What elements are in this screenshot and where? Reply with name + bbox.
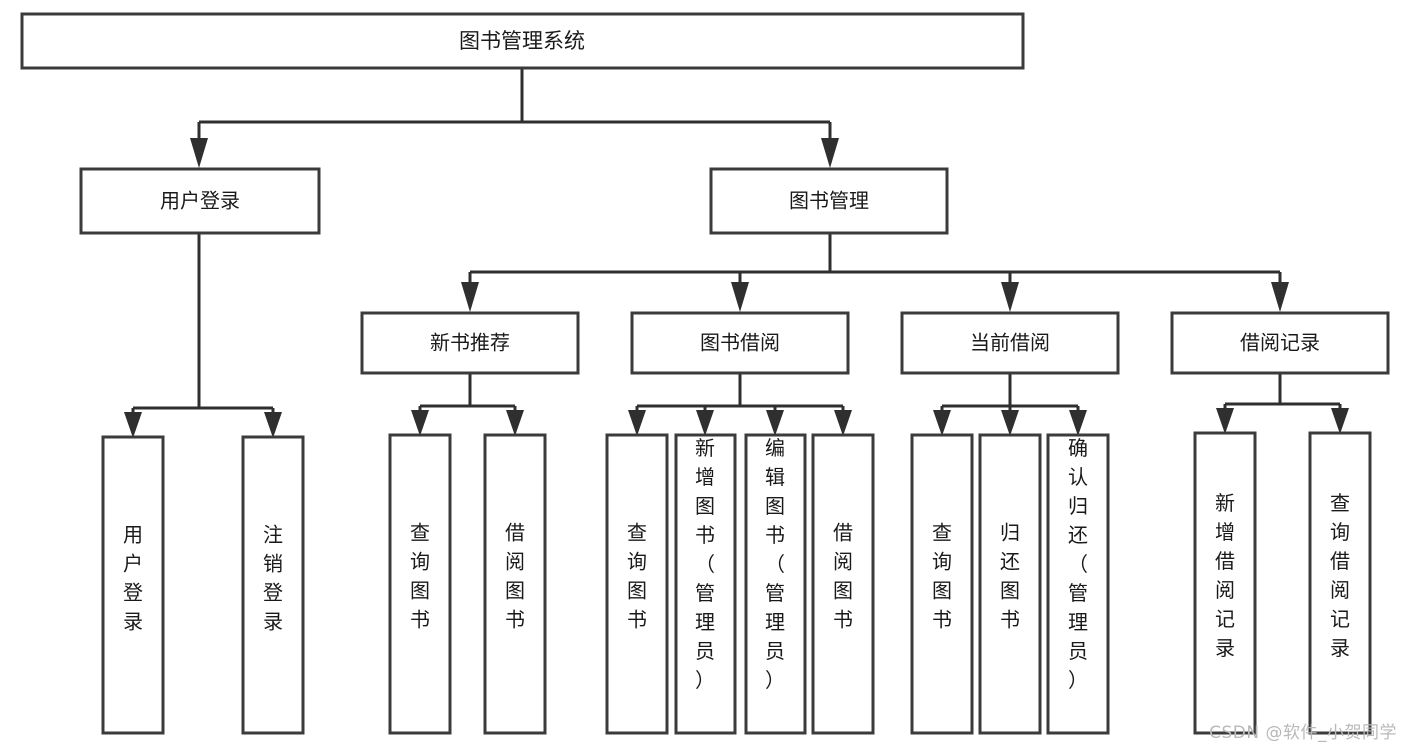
leaf-book-borrow-edit-label: 编辑图书（管理员） (765, 436, 785, 692)
arrow-to-ul-leaf-1 (124, 412, 142, 438)
leaf-book-borrow-edit[interactable]: 编辑图书（管理员） (744, 433, 807, 735)
edge-group-book-borrow-to-leaves (628, 373, 852, 436)
arrow-to-book-borrow (731, 282, 749, 312)
leaf-current-borrow-query-label: 查询图书 (932, 521, 952, 632)
node-root-label: 图书管理系统 (459, 29, 585, 53)
leaf-new-book-query-label: 查询图书 (410, 521, 430, 632)
leaf-current-borrow-confirm-label: 确认归还（管理员） (1068, 436, 1088, 692)
node-user-login-label: 用户登录 (160, 189, 240, 213)
arrow-to-nb-leaf-1 (411, 410, 429, 436)
leaf-current-borrow-return[interactable]: 归还图书 (978, 433, 1042, 735)
node-root[interactable]: 图书管理系统 (20, 12, 1025, 70)
edge-group-borrow-record-to-leaves (1216, 373, 1349, 434)
node-book-management[interactable]: 图书管理 (709, 167, 949, 235)
leaf-book-borrow-query[interactable]: 查询图书 (605, 433, 669, 735)
leaf-borrow-record-query[interactable]: 查询借阅记录 (1308, 431, 1372, 735)
node-book-borrow-label: 图书借阅 (700, 331, 780, 355)
arrow-to-bb-leaf-1 (628, 410, 646, 436)
leaf-new-book-query-box[interactable] (388, 433, 452, 735)
edge-group-user-login-to-leaves (124, 233, 282, 438)
leaf-book-borrow-add-box[interactable] (674, 433, 737, 735)
arrow-to-ul-leaf-2 (264, 412, 282, 438)
node-borrow-record[interactable]: 借阅记录 (1170, 311, 1390, 375)
leaf-book-borrow-edit-box[interactable] (744, 433, 807, 735)
leaf-book-borrow-add[interactable]: 新增图书（管理员） (674, 433, 737, 735)
leaf-current-borrow-confirm[interactable]: 确认归还（管理员） (1046, 433, 1110, 735)
node-new-book-recommend-label: 新书推荐 (430, 331, 510, 355)
node-book-management-box[interactable] (709, 167, 949, 235)
leaf-borrow-record-add[interactable]: 新增借阅记录 (1193, 431, 1257, 735)
arrow-to-br-leaf-1 (1216, 408, 1234, 434)
arrow-to-cb-leaf-1 (933, 410, 951, 436)
arrow-to-user-login (190, 138, 208, 168)
csdn-watermark: CSDN @软件_小贺同学 (1209, 723, 1397, 743)
leaf-current-borrow-query[interactable]: 查询图书 (910, 433, 974, 735)
leaf-new-book-query[interactable]: 查询图书 (388, 433, 452, 735)
node-borrow-record-box[interactable] (1170, 311, 1390, 375)
node-book-borrow-box[interactable] (630, 311, 850, 375)
leaf-book-borrow-query-box[interactable] (605, 433, 669, 735)
edge-group-current-borrow-to-leaves (933, 373, 1087, 436)
leaf-book-borrow-add-label: 新增图书（管理员） (695, 436, 715, 692)
arrow-to-br-leaf-2 (1331, 408, 1349, 434)
node-root-box[interactable] (20, 12, 1025, 70)
leaf-current-borrow-return-label: 归还图书 (1000, 521, 1020, 632)
leaf-user-login-logout-box[interactable] (241, 435, 305, 735)
leaf-book-borrow-borrow-label: 借阅图书 (833, 521, 853, 632)
leaf-borrow-record-add-box[interactable] (1193, 431, 1257, 735)
leaf-user-login-logout[interactable]: 注销登录 (241, 435, 305, 735)
node-user-login-box[interactable] (79, 167, 321, 235)
leaf-borrow-record-query-label: 查询借阅记录 (1330, 491, 1350, 660)
leaf-user-login-logout-label: 注销登录 (263, 523, 283, 634)
node-user-login[interactable]: 用户登录 (79, 167, 321, 235)
leaf-user-login-login[interactable]: 用户登录 (101, 435, 165, 735)
leaf-user-login-login-box[interactable] (101, 435, 165, 735)
arrow-to-book-mgmt (821, 138, 839, 168)
leaf-new-book-borrow-label: 借阅图书 (505, 521, 525, 632)
arrow-to-cb-leaf-3 (1069, 410, 1087, 436)
arrow-to-borrow-record (1271, 282, 1289, 312)
edge-group-new-book-to-leaves (411, 373, 524, 436)
leaf-new-book-borrow-box[interactable] (483, 433, 547, 735)
arrow-to-current-borrow (1001, 282, 1019, 312)
leaf-borrow-record-query-box[interactable] (1308, 431, 1372, 735)
node-current-borrow-label: 当前借阅 (970, 331, 1050, 355)
arrow-to-bb-leaf-2 (696, 410, 714, 436)
edge-group-book-mgmt-to-level3 (461, 233, 1289, 312)
leaf-current-borrow-confirm-box[interactable] (1046, 433, 1110, 735)
leaf-current-borrow-query-box[interactable] (910, 433, 974, 735)
node-borrow-record-label: 借阅记录 (1240, 331, 1320, 355)
leaf-borrow-record-add-label: 新增借阅记录 (1215, 491, 1235, 660)
leaf-new-book-borrow[interactable]: 借阅图书 (483, 433, 547, 735)
leaf-book-borrow-query-label: 查询图书 (627, 521, 647, 632)
arrow-to-nb-leaf-2 (506, 410, 524, 436)
arrow-to-bb-leaf-3 (766, 410, 784, 436)
edge-group-root-to-level2 (190, 68, 839, 168)
node-current-borrow-box[interactable] (900, 311, 1120, 375)
leaf-user-login-login-label: 用户登录 (123, 523, 143, 634)
leaf-book-borrow-borrow[interactable]: 借阅图书 (811, 433, 875, 735)
node-current-borrow[interactable]: 当前借阅 (900, 311, 1120, 375)
arrow-to-new-book (461, 282, 479, 312)
leaf-book-borrow-borrow-box[interactable] (811, 433, 875, 735)
node-new-book-recommend-box[interactable] (360, 311, 580, 375)
node-book-borrow[interactable]: 图书借阅 (630, 311, 850, 375)
leaf-current-borrow-return-box[interactable] (978, 433, 1042, 735)
arrow-to-cb-leaf-2 (1001, 410, 1019, 436)
arrow-to-bb-leaf-4 (834, 410, 852, 436)
node-book-management-label: 图书管理 (789, 189, 869, 213)
node-new-book-recommend[interactable]: 新书推荐 (360, 311, 580, 375)
